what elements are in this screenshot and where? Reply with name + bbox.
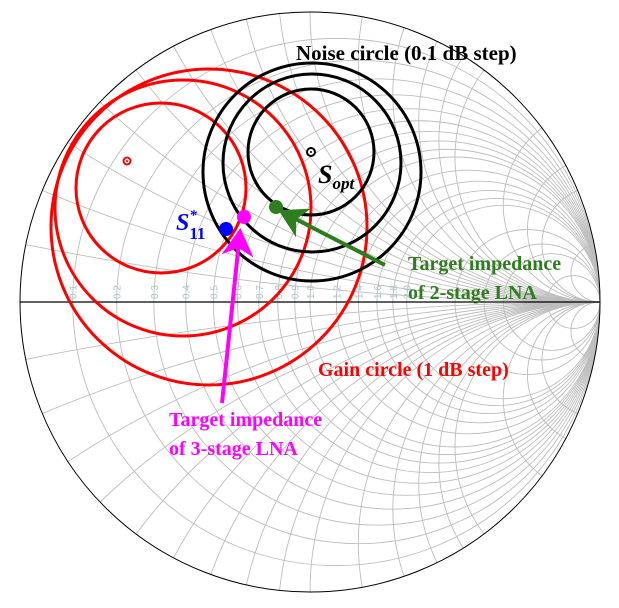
- sopt-label: Sopt: [318, 160, 354, 194]
- axis-tick-label: 1.6: [373, 285, 384, 299]
- axis-tick-label: 0.3: [150, 285, 161, 299]
- reactance-arc: [25, 244, 601, 303]
- noise-circle-label: Noise circle (0.1 dB step): [296, 41, 517, 65]
- target2-point: [269, 200, 283, 214]
- gain-circle-2: [53, 78, 313, 338]
- noise-circle-2: [221, 72, 403, 254]
- axis-tick-label: 0.9: [291, 285, 302, 299]
- reactance-arc: [392, 27, 601, 303]
- reactance-arc: [210, 301, 601, 575]
- target3-label: Target impedance of 3-stage LNA: [169, 406, 322, 464]
- reactance-arc: [357, 16, 601, 303]
- sopt-marker: [306, 147, 316, 157]
- s11-sup: *: [189, 208, 197, 224]
- noise-circle-3: [201, 61, 423, 283]
- gain-circle-label: Gain circle (1 dB step): [318, 359, 509, 381]
- reactance-arc: [99, 301, 601, 503]
- target3-point: [237, 210, 251, 224]
- reactance-arc: [67, 141, 601, 303]
- reactance-arc: [502, 301, 601, 477]
- reactance-arc: [25, 301, 601, 360]
- reactance-arc: [135, 301, 601, 535]
- axis-tick-label: 1.4: [354, 285, 365, 299]
- reactance-arc: [570, 244, 601, 303]
- reactance-arc: [527, 301, 601, 439]
- reactance-arc: [357, 301, 601, 588]
- axis-tick-label: 1.8: [389, 285, 400, 299]
- axis-tick-label: 2.0: [403, 285, 414, 299]
- reactance-arc: [454, 69, 601, 303]
- gain-circles: [49, 67, 369, 387]
- reactance-arc: [42, 301, 601, 414]
- reactance-arc: [309, 11, 601, 303]
- target3-line1: Target impedance: [169, 409, 323, 431]
- reactance-arc: [418, 301, 601, 563]
- target3-line2: of 3-stage LNA: [169, 438, 298, 460]
- reactance-arc: [173, 45, 601, 303]
- reactance-arc: [67, 301, 601, 463]
- axis-tick-label: 1.0: [306, 285, 317, 299]
- noise-circle-1: [246, 87, 376, 217]
- sopt-sub: opt: [332, 174, 355, 194]
- axis-tick-label: 1.2: [332, 285, 343, 299]
- target2-label: Target impedance of 2-stage LNA: [408, 250, 561, 308]
- axis-tick-label: 0.6: [234, 285, 245, 299]
- reactance-arc: [438, 301, 601, 549]
- reactance-arc: [541, 301, 601, 414]
- target2-line1: Target impedance: [408, 253, 562, 275]
- target3-arrow: [220, 228, 254, 404]
- axis-tick-label: 0.2: [113, 285, 124, 299]
- reactance-arc: [279, 13, 601, 303]
- s11-base: S: [176, 210, 190, 236]
- reactance-arc: [454, 301, 601, 535]
- reactance-arc: [527, 165, 601, 303]
- reactance-arc: [173, 301, 601, 559]
- target2-arrow: [278, 208, 386, 267]
- s11-label: S*11: [176, 208, 206, 243]
- axis-tick-label: 0.1: [69, 285, 80, 299]
- reactance-arc: [570, 301, 601, 360]
- reactance-arc: [438, 55, 601, 303]
- s11-sub: 11: [189, 224, 206, 243]
- reactance-arc: [418, 41, 601, 303]
- s11-conjugate-point: [219, 222, 233, 236]
- reactance-arc: [392, 301, 601, 577]
- target2-line2: of 2-stage LNA: [408, 282, 537, 304]
- gain-circle-1: [74, 101, 248, 275]
- gain-circle-3: [49, 67, 369, 387]
- reactance-arc: [279, 301, 601, 591]
- axis-tick-label: 0.5: [209, 285, 220, 299]
- reactance-arc: [309, 301, 601, 593]
- reactance-arc: [541, 190, 601, 303]
- reactance-arc: [245, 301, 601, 586]
- reactance-arc: [502, 127, 601, 303]
- reactance-arc: [42, 190, 601, 303]
- axis-tick-label: 0.7: [255, 285, 266, 299]
- axis-tick-label: 0.4: [182, 285, 193, 299]
- sopt-base: S: [318, 160, 333, 189]
- noise-circles: [201, 61, 423, 283]
- gain-center-marker: [122, 156, 132, 166]
